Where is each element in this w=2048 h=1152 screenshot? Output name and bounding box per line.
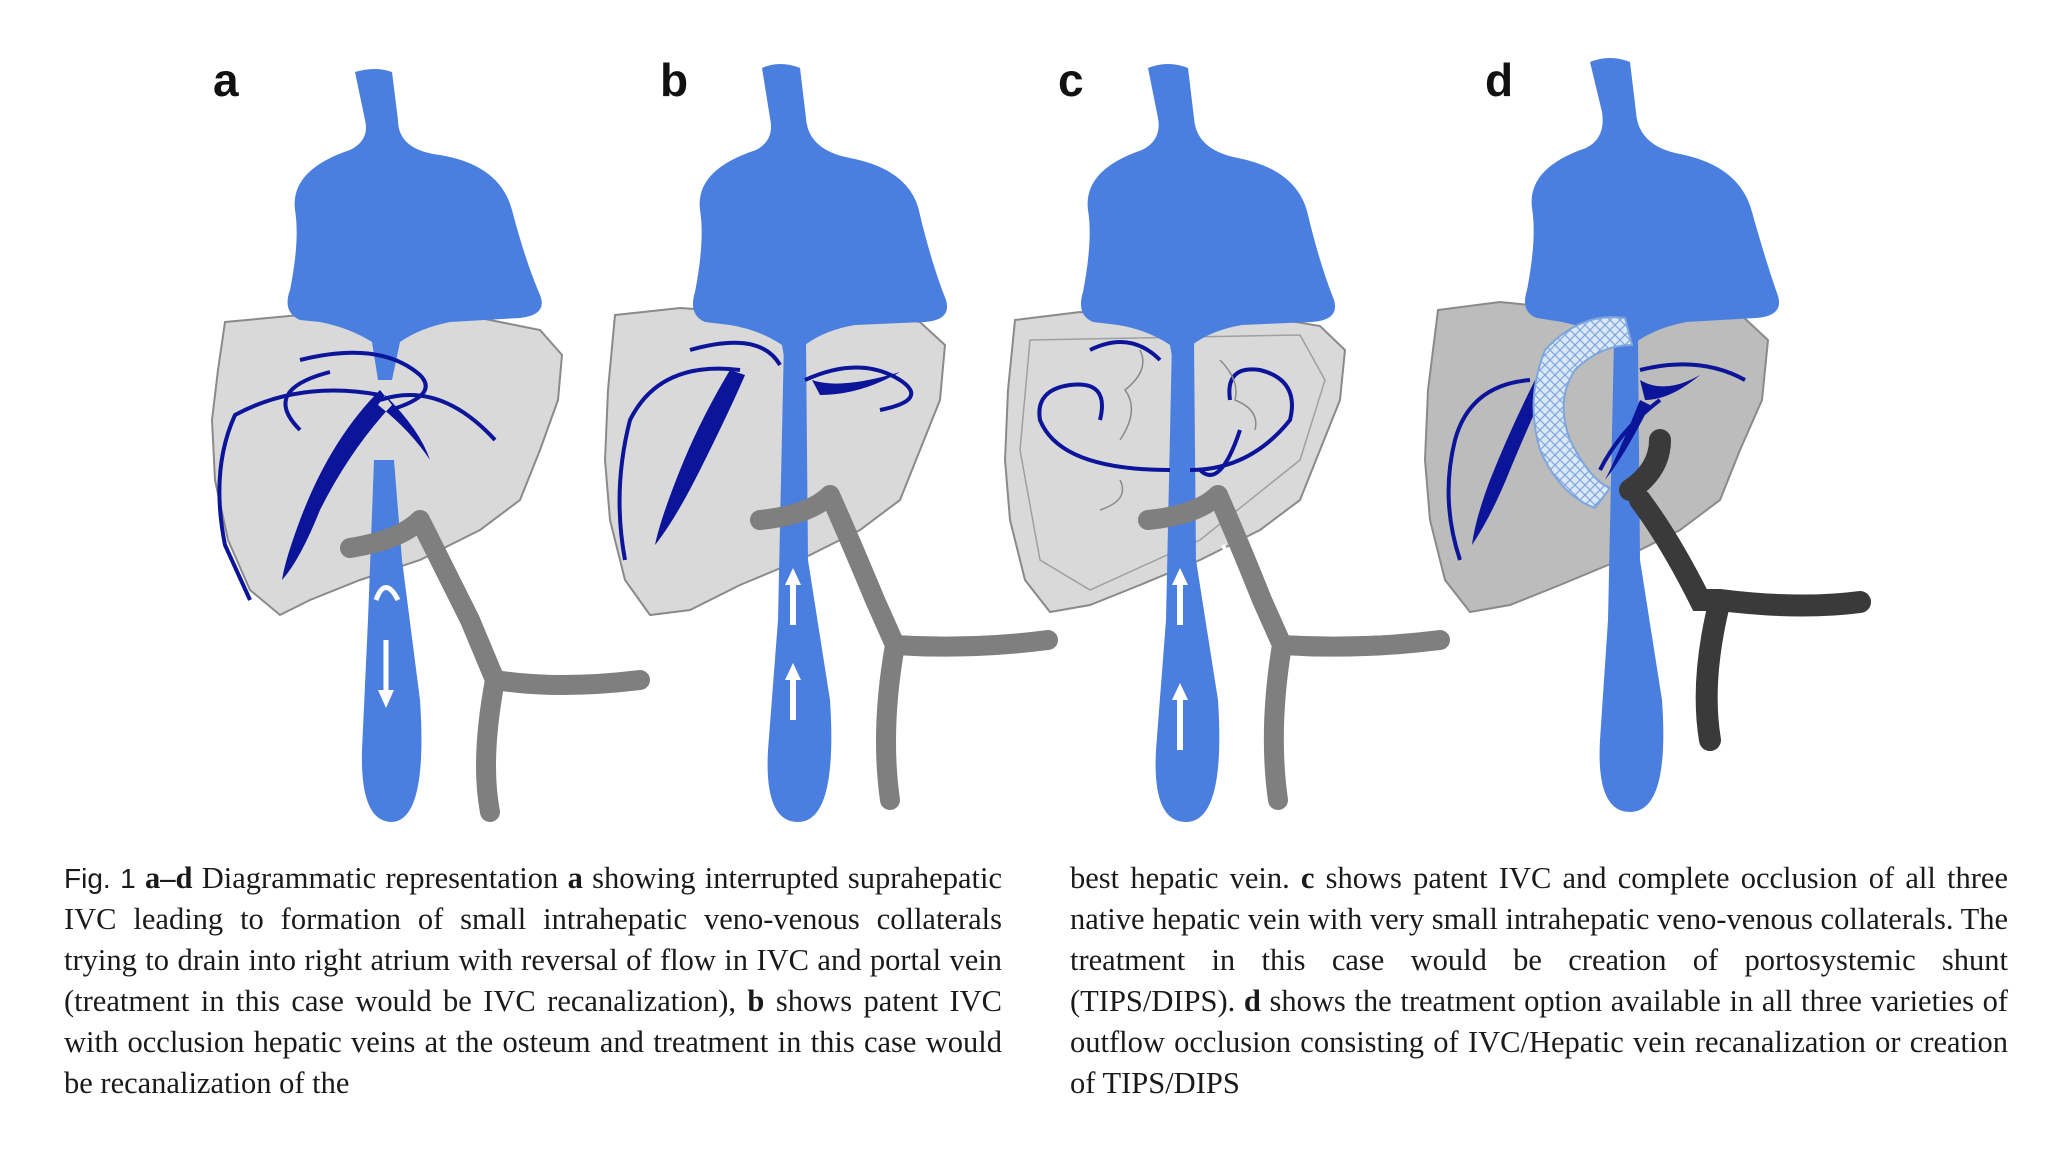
caption-left-column: Fig. 1 a–d Diagrammatic representation a… xyxy=(64,858,1002,1104)
caption-text: best hepatic vein. xyxy=(1070,861,1301,895)
caption-bold-b: b xyxy=(747,984,764,1018)
liver-b xyxy=(605,305,945,615)
panel-d: d xyxy=(1425,54,1860,812)
figure-label: Fig. 1 xyxy=(64,863,136,894)
panel-c-letter: c xyxy=(1058,54,1084,106)
caption-bold-a-d: a–d xyxy=(145,861,192,895)
caption-text: Diagrammatic representation xyxy=(192,861,567,895)
panel-d-letter: d xyxy=(1485,54,1513,106)
panel-b-letter: b xyxy=(660,54,688,106)
panel-a-letter: a xyxy=(213,54,239,106)
panel-b: b xyxy=(605,54,1048,822)
panel-c: c xyxy=(1005,54,1440,822)
panel-a: a xyxy=(212,54,640,822)
caption-bold-a: a xyxy=(568,861,583,895)
figure-illustration: a b c d xyxy=(0,0,2048,840)
caption-bold-d: d xyxy=(1244,984,1261,1018)
caption-bold-c: c xyxy=(1301,861,1315,895)
caption-right-column: best hepatic vein. c shows patent IVC an… xyxy=(1070,858,2008,1104)
